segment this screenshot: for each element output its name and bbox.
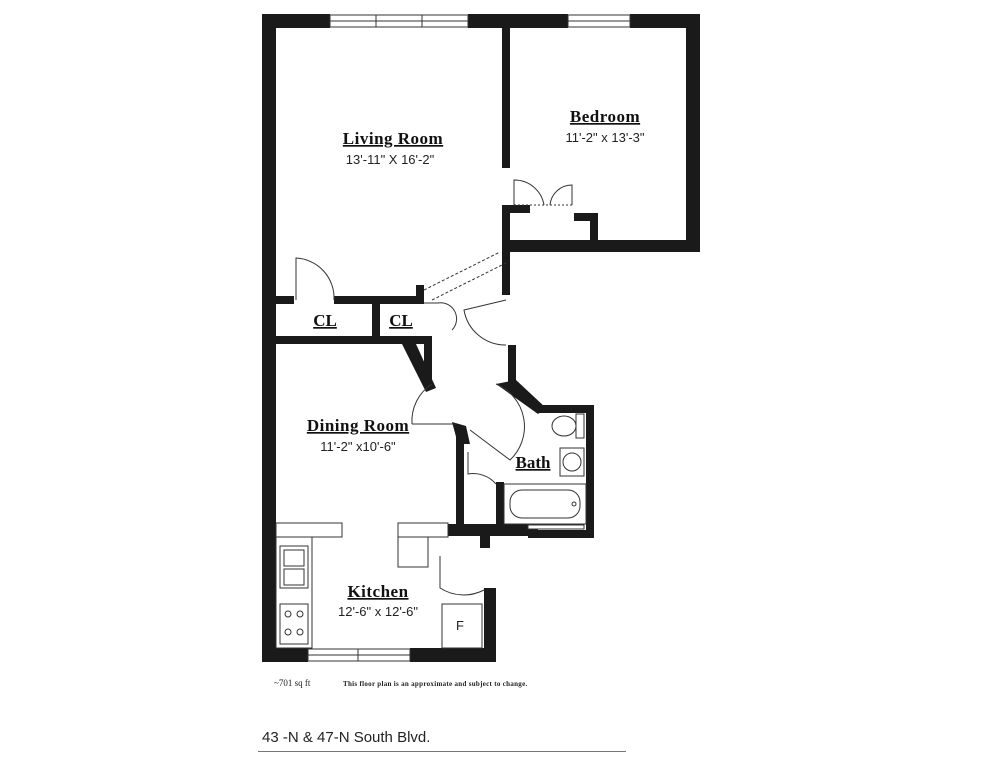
- address-underline: [258, 751, 626, 752]
- bath-sink-icon: [559, 447, 585, 477]
- bathtub-icon: [503, 483, 587, 525]
- bath-name: Bath: [516, 453, 552, 472]
- windows: [307, 14, 631, 662]
- living-room-name: Living Room: [343, 129, 443, 148]
- toilet-icon: [551, 413, 585, 439]
- closet-1-name: CL: [313, 311, 337, 330]
- room-labels: Living Room 13'-11" X 16'-2" Bedroom 11'…: [307, 107, 645, 633]
- fridge-label: F: [456, 618, 464, 633]
- kitchen-sink-icon: [279, 545, 309, 589]
- bedroom-name: Bedroom: [570, 107, 640, 126]
- address: 43 -N & 47-N South Blvd.: [262, 729, 431, 746]
- doors: [295, 179, 574, 596]
- fixtures: [275, 413, 587, 649]
- disclaimer: This floor plan is an approximate and su…: [343, 680, 528, 688]
- dining-room-dims: 11'-2" x10'-6": [320, 439, 396, 454]
- dining-room-name: Dining Room: [307, 416, 409, 435]
- fridge-icon: [441, 603, 483, 649]
- walls: [262, 14, 700, 662]
- stove-icon: [279, 603, 309, 645]
- kitchen-name: Kitchen: [347, 582, 408, 601]
- kitchen-dims: 12'-6" x 12'-6": [338, 604, 418, 619]
- area-note: ~701 sq ft: [274, 678, 311, 688]
- bedroom-dims: 11'-2" x 13'-3": [566, 130, 645, 145]
- living-room-dims: 13'-11" X 16'-2": [346, 152, 435, 167]
- closet-2-name: CL: [389, 311, 413, 330]
